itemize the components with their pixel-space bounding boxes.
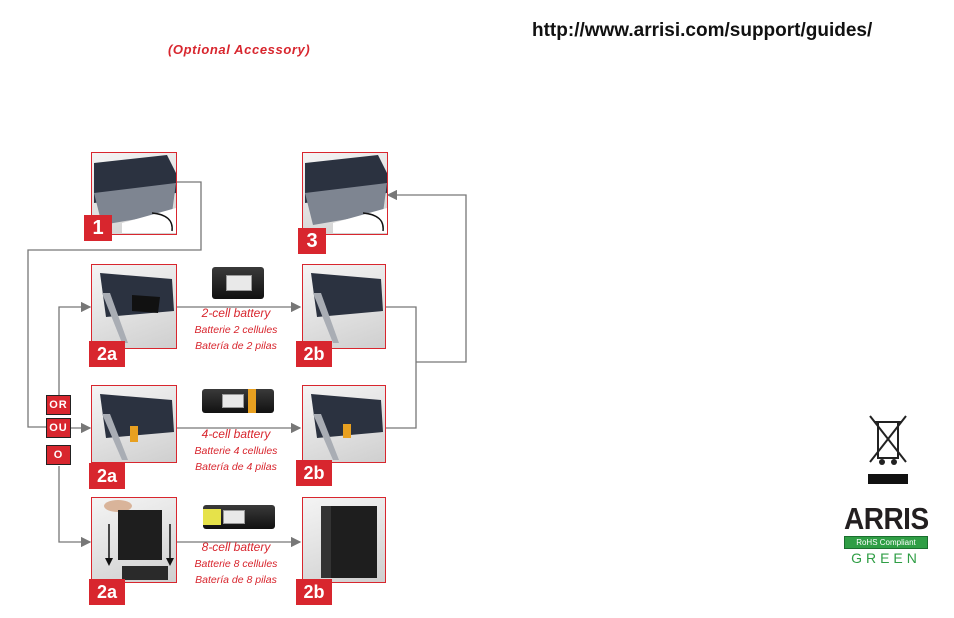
modem-battery-insert-image <box>100 273 174 343</box>
caption-4cell-title: 4-cell battery <box>201 427 271 441</box>
connector-or-to-2a-top <box>58 301 92 396</box>
row2-2a-frame <box>91 385 177 463</box>
arris-green-logo: ARRIS RoHS Compliant GREEN <box>844 501 929 566</box>
or-label-es: O <box>46 445 71 465</box>
row2-2b-frame <box>302 385 386 463</box>
step-badge-2b-row3: 2b <box>296 579 332 605</box>
step-badge-2a-row2: 2a <box>89 463 125 489</box>
support-url[interactable]: http://www.arrisi.com/support/guides/ <box>532 20 873 41</box>
optional-accessory-label: (Optional Accessory) <box>168 42 311 57</box>
modem-battery-inserted-image <box>311 394 383 460</box>
caption-4cell-fr: Batterie 4 cellules <box>194 445 278 457</box>
caption-8cell: 8-cell battery Batterie 8 cellules Bater… <box>180 540 292 586</box>
modem-battery-inserted-image <box>311 273 383 343</box>
connector-or-to-2a-bot <box>58 466 92 548</box>
caption-2cell-fr: Batterie 2 cellules <box>194 324 278 336</box>
rohs-compliant-badge: RoHS Compliant <box>844 536 928 549</box>
modem-mount-battery-image <box>104 500 174 580</box>
caption-4cell-es: Batería de 4 pilas <box>195 461 277 473</box>
caption-4cell: 4-cell battery Batterie 4 cellules Bater… <box>180 427 292 473</box>
battery-2cell-image <box>212 267 264 299</box>
row3-2b-frame <box>302 497 386 583</box>
caption-8cell-title: 8-cell battery <box>201 540 271 554</box>
connector-return-to-3 <box>386 189 467 363</box>
connector-step1-to-rail <box>27 181 202 428</box>
step-badge-3: 3 <box>298 228 326 254</box>
battery-8cell-image <box>203 505 275 529</box>
row3-2a-frame <box>91 497 177 583</box>
step-badge-2b-row2: 2b <box>296 460 332 486</box>
modem-battery-insert-image <box>100 394 174 460</box>
caption-2cell: 2-cell battery Batterie 2 cellules Bater… <box>180 306 292 352</box>
step-badge-2b-row1: 2b <box>296 341 332 367</box>
modem-upright-image <box>321 506 377 578</box>
arris-brand: ARRIS <box>844 501 929 536</box>
weee-crossed-bin-icon <box>866 412 910 486</box>
row1-2b-frame <box>302 264 386 349</box>
row1-2a-frame <box>91 264 177 349</box>
caption-8cell-fr: Batterie 8 cellules <box>194 558 278 570</box>
caption-2cell-title: 2-cell battery <box>201 306 271 320</box>
caption-2cell-es: Batería de 2 pilas <box>195 340 277 352</box>
caption-8cell-es: Batería de 8 pilas <box>195 574 277 586</box>
battery-4cell-image <box>202 389 274 413</box>
modem-door-close-image <box>305 155 387 233</box>
step-badge-1: 1 <box>84 215 112 241</box>
or-label-fr: OU <box>46 418 71 438</box>
step3-frame <box>302 152 388 235</box>
or-label-en: OR <box>46 395 71 415</box>
step-badge-2a-row1: 2a <box>89 341 125 367</box>
connector-2b-to-step3 <box>386 306 417 429</box>
step-badge-2a-row3: 2a <box>89 579 125 605</box>
modem-door-open-image <box>94 155 176 233</box>
green-label: GREEN <box>851 550 921 566</box>
